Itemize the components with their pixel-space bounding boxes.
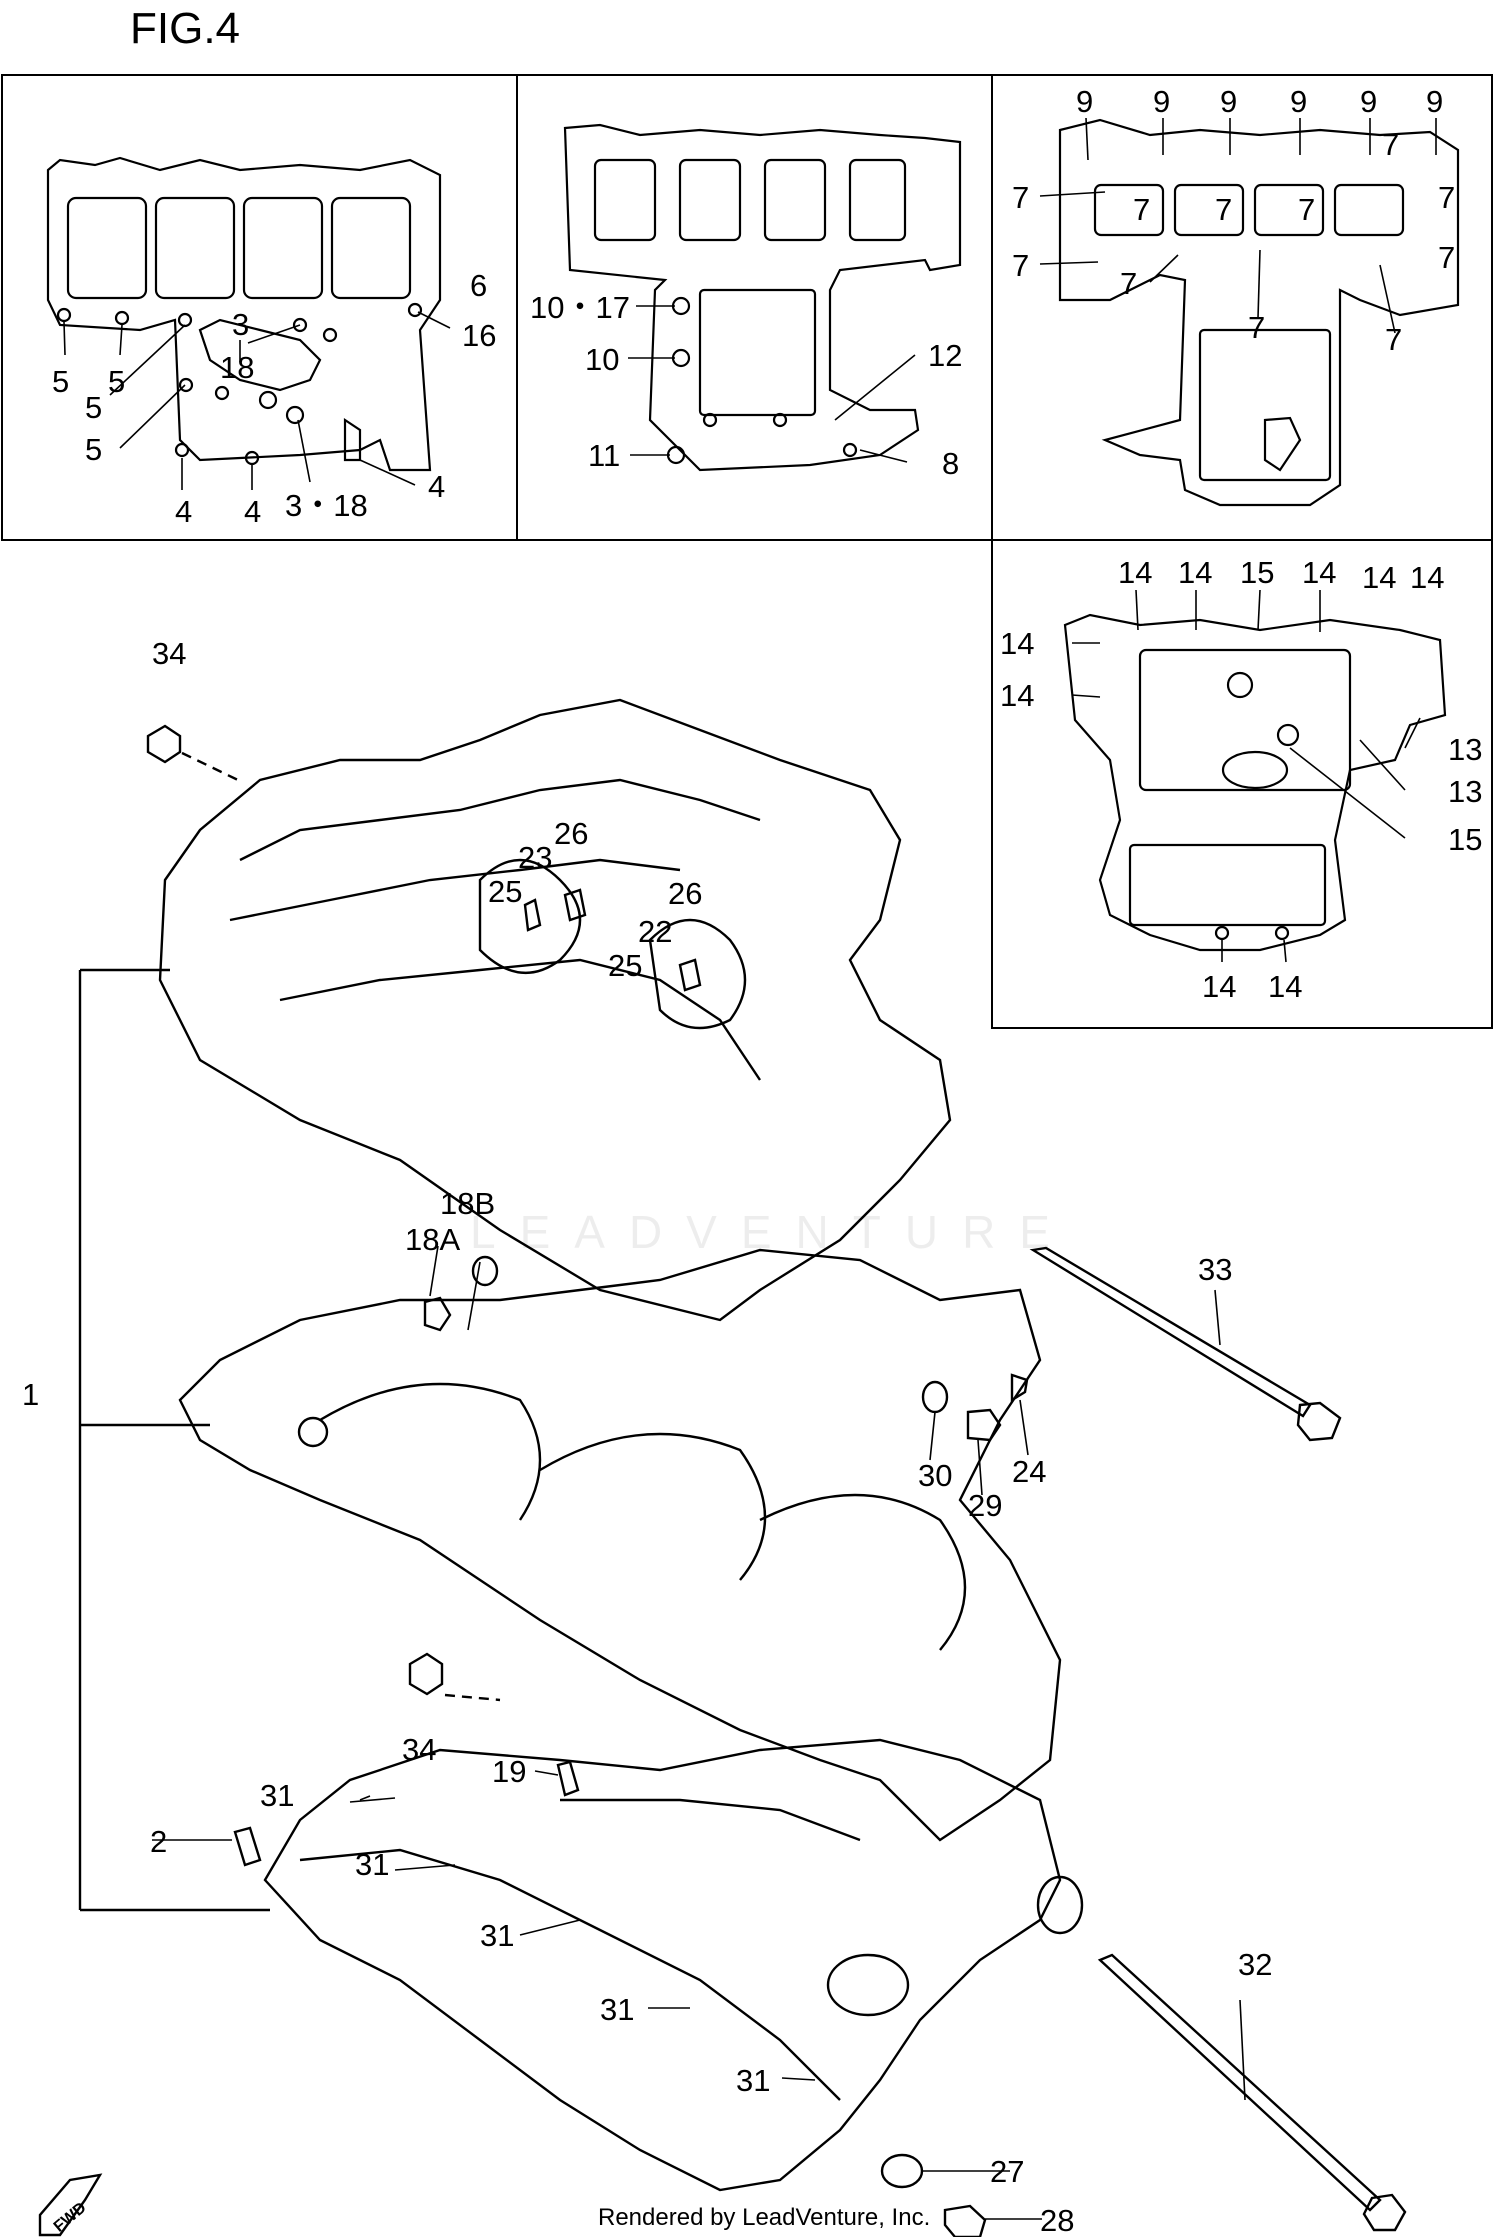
callout-label: 24 (1012, 1454, 1046, 1489)
callout-label: 7 (1120, 266, 1137, 301)
callout-label: 14 (1302, 555, 1336, 590)
top-insets-frame (1, 74, 1493, 541)
callout-label: 16 (462, 318, 496, 353)
callout-label: 26 (668, 876, 702, 911)
callout-label: 11 (588, 438, 620, 473)
callout-label: 14 (1178, 555, 1212, 590)
callout-label: 14 (1202, 969, 1236, 1004)
callout-label: 29 (968, 1488, 1002, 1523)
callout-label: 3 (232, 307, 249, 342)
callout-label: 31 (480, 1918, 514, 1953)
panel1-drawing (46, 156, 442, 472)
callout-label: 2 (150, 1824, 167, 1859)
callout-label: 8 (942, 446, 959, 481)
callout-label: 9 (1220, 84, 1237, 119)
callout-label: 25 (488, 874, 522, 909)
callout-label: 18A (405, 1222, 460, 1257)
callout-label: 12 (928, 338, 962, 373)
callout-label: 9 (1426, 84, 1443, 119)
callout-label: 7 (1298, 192, 1315, 227)
callout-label: 7 (1215, 192, 1232, 227)
callout-label: 23 (518, 840, 552, 875)
inset-frames (1, 74, 1493, 1029)
callout-label: 7 (1012, 248, 1029, 283)
callout-label: 14 (1000, 626, 1034, 661)
callout-label: 4 (428, 469, 445, 504)
panel3-drawing (1058, 118, 1460, 507)
callout-label: 4 (175, 494, 192, 529)
callout-label: 7 (1385, 322, 1402, 357)
callout-label: 9 (1153, 84, 1170, 119)
callout-label: 6 (470, 268, 487, 303)
callout-label: 10・17 (530, 290, 630, 325)
callout-label: 7 (1133, 192, 1150, 227)
callout-label: 7 (1382, 127, 1399, 162)
callout-label: 3・18 (285, 488, 368, 523)
callout-label: 27 (990, 2154, 1024, 2189)
footer-credit: Rendered by LeadVenture, Inc. (598, 2204, 931, 2231)
figure-title: FIG.4 (130, 4, 241, 53)
callout-label: 13 (1448, 732, 1482, 767)
callout-label: 9 (1360, 84, 1377, 119)
callout-label: 1 (22, 1377, 39, 1412)
callout-label: 31 (736, 2063, 770, 2098)
callout-label: 9 (1290, 84, 1307, 119)
callout-label: 15 (1448, 822, 1482, 857)
callout-label: 5 (52, 364, 69, 399)
callout-label: 13 (1448, 774, 1482, 809)
callout-label: 26 (554, 816, 588, 851)
callout-label: 25 (608, 948, 642, 983)
callout-label: 14 (1000, 678, 1034, 713)
callout-label: 7 (1438, 180, 1455, 215)
fwd-label: FWD (51, 2199, 90, 2235)
callout-label: 5 (85, 432, 102, 467)
callout-label: 34 (402, 1732, 436, 1767)
callout-label: 14 (1268, 969, 1302, 1004)
leader-lines (63, 117, 1437, 2220)
callout-label: 4 (244, 494, 261, 529)
callout-label: 15 (1240, 555, 1274, 590)
callout-label: 22 (638, 914, 672, 949)
callout-label: 10 (585, 342, 619, 377)
panel2-drawing (563, 123, 962, 472)
right-inset-frame (991, 539, 1493, 1029)
callout-label: 31 (260, 1778, 294, 1813)
callout-label: 31 (600, 1992, 634, 2027)
callout-label: 7 (1248, 310, 1265, 345)
callout-label: 14 (1118, 555, 1152, 590)
callout-label: 34 (152, 636, 186, 671)
callout-label: 30 (918, 1458, 952, 1493)
callout-label: 14 (1410, 560, 1444, 595)
panel4-drawing (1063, 613, 1447, 952)
callout-label: 7 (1012, 180, 1029, 215)
callout-label: 5 (108, 364, 125, 399)
callout-label: 14 (1362, 560, 1396, 595)
callout-label: 18B (440, 1186, 495, 1221)
main-drawing (38, 698, 1407, 2237)
callout-label: 31 (355, 1847, 389, 1882)
callout-label: 18 (220, 350, 254, 385)
callout-label: 28 (1040, 2203, 1074, 2237)
callout-label: 5 (85, 390, 102, 425)
callout-label: 33 (1198, 1252, 1232, 1287)
callout-label: 19 (492, 1754, 526, 1789)
callout-label: 9 (1076, 84, 1093, 119)
callout-labels: 5 5 5 5 3 18 6 16 4 4 3・18 4 10・17 10 11… (22, 84, 1482, 2237)
callout-label: 7 (1438, 240, 1455, 275)
fwd-arrow (38, 2173, 103, 2237)
callout-label: 32 (1238, 1947, 1272, 1982)
